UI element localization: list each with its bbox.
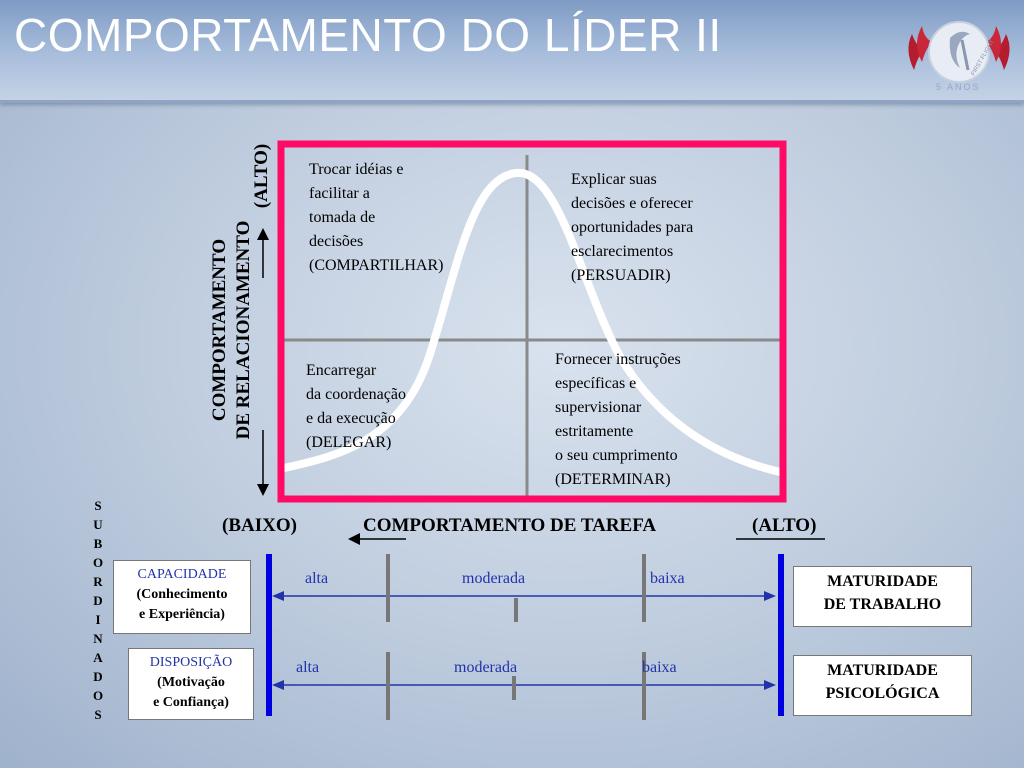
scale2-low: baixa xyxy=(642,659,677,676)
disposition-title: DISPOSIÇÃO xyxy=(149,655,233,670)
scale1-low: baixa xyxy=(650,570,685,587)
quadrant-text-top-left: Trocar idéias e facilitar a tomada de de… xyxy=(309,161,444,274)
model-frame xyxy=(277,140,787,503)
scale-arrow-left-icon xyxy=(272,680,284,690)
psych-maturity-box: MATURIDADE PSICOLÓGICA xyxy=(793,655,972,716)
company-logo-icon: FIRST FLIGHT 5 ANOS xyxy=(908,21,1010,92)
subordinados-label: S U B O R D I N A D O S xyxy=(92,498,104,722)
capacity-title: CAPACIDADE xyxy=(137,567,227,582)
quadrant-text-top-right: Explicar suas decisões e oferecer oportu… xyxy=(571,171,694,284)
logo-years: 5 ANOS xyxy=(936,82,981,92)
x-axis-label: COMPORTAMENTO DE TAREFA xyxy=(363,515,657,536)
quadrant-text-bottom-right: Fornecer instruções específicas e superv… xyxy=(555,351,681,488)
scale1-moderate: moderada xyxy=(462,570,526,587)
disposition-line1: (Motivação xyxy=(157,675,225,690)
psych-maturity-line1: MATURIDADE xyxy=(827,662,938,679)
scale-arrow-right-icon xyxy=(764,680,776,690)
scale2-moderate: moderada xyxy=(454,659,518,676)
scale-bar-right xyxy=(778,554,784,716)
arrow-up-icon xyxy=(257,228,269,240)
x-axis-low: (BAIXO) xyxy=(222,515,297,536)
scale-bar-left xyxy=(266,554,272,716)
leadership-curve xyxy=(280,168,784,476)
work-maturity-box: MATURIDADE DE TRABALHO xyxy=(793,566,972,627)
y-axis-label-line2: DE RELACIONAMENTO xyxy=(233,220,254,440)
y-axis-high: (ALTO) xyxy=(251,143,272,209)
scale-arrow-right-icon xyxy=(764,591,776,601)
disposition-box: DISPOSIÇÃO (Motivação e Confiança) xyxy=(128,648,254,720)
scale1-high: alta xyxy=(305,570,329,587)
arrow-left-icon xyxy=(348,533,360,545)
capacity-line1: (Conhecimento xyxy=(136,587,228,602)
disposition-line2: e Confiança) xyxy=(153,695,229,710)
y-axis-label-line1: COMPORTAMENTO xyxy=(209,238,230,422)
work-maturity-line2: DE TRABALHO xyxy=(823,596,942,613)
work-maturity-line1: MATURIDADE xyxy=(827,573,938,590)
scale2-high: alta xyxy=(296,659,320,676)
quadrant-text-bottom-left: Encarregar da coordenação e da execução … xyxy=(306,362,406,451)
slide-header: COMPORTAMENTO DO LÍDER II FIRST FLIGHT 5… xyxy=(0,0,1024,103)
capacity-line2: e Experiência) xyxy=(139,607,225,622)
x-axis-high: (ALTO) xyxy=(752,515,817,536)
psych-maturity-line2: PSICOLÓGICA xyxy=(825,685,940,702)
scale-arrow-left-icon xyxy=(272,591,284,601)
capacity-box: CAPACIDADE (Conhecimento e Experiência) xyxy=(113,560,251,634)
slide-title: COMPORTAMENTO DO LÍDER II xyxy=(14,9,722,61)
arrow-down-icon xyxy=(257,484,269,496)
